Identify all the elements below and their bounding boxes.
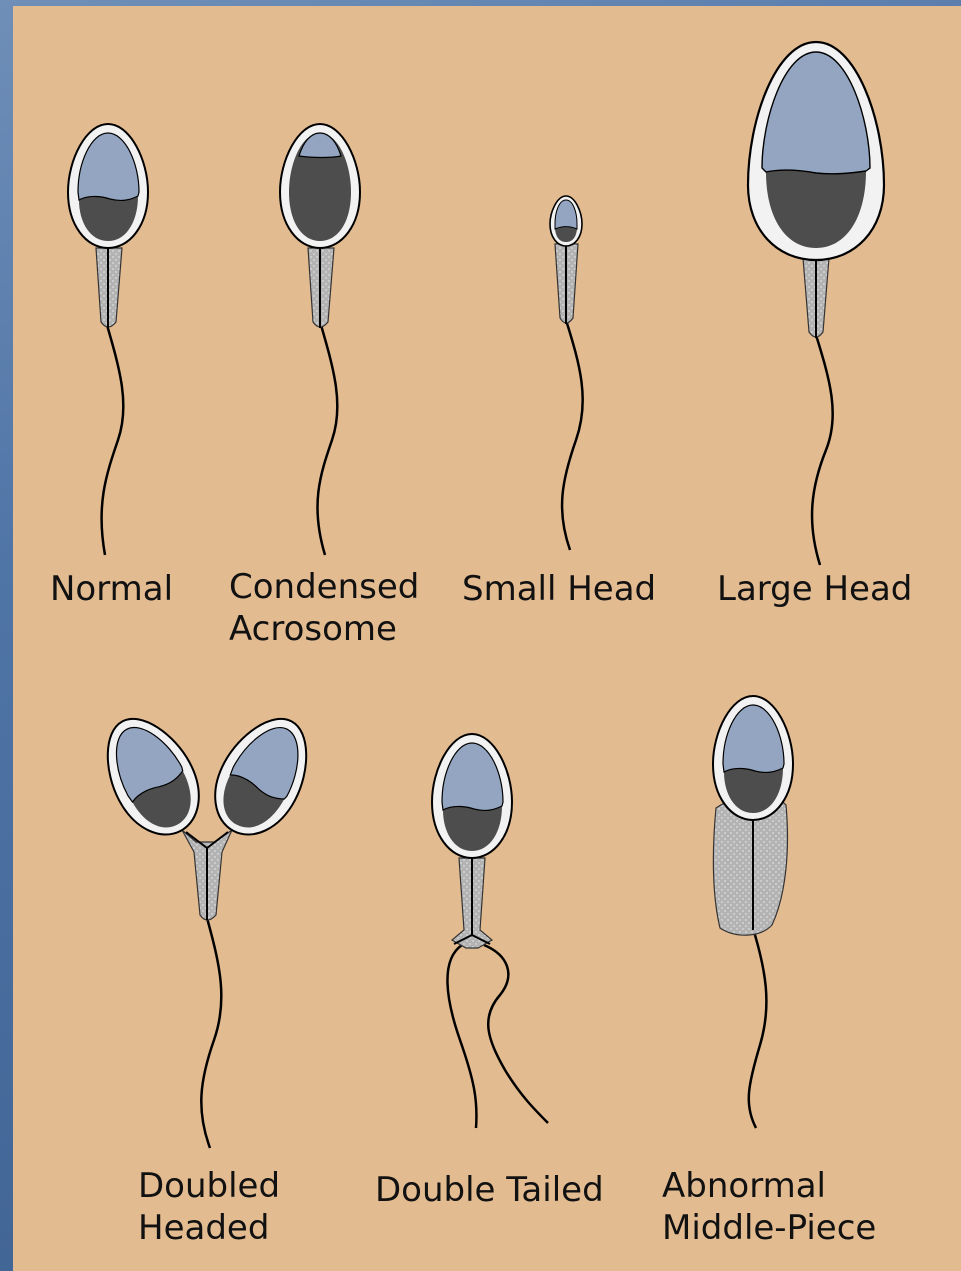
tail (317, 325, 337, 555)
sperm-double-tailed (432, 734, 548, 1128)
right-head (198, 703, 327, 850)
tail (812, 335, 833, 565)
label-condensed-line2: Acrosome (229, 609, 397, 649)
sperm-doubled-headed (87, 703, 327, 1148)
sperm-large-head (748, 42, 884, 565)
tail-right (484, 945, 548, 1123)
label-normal: Normal (50, 569, 173, 609)
label-doubled-line2: Headed (138, 1208, 269, 1248)
tail (562, 320, 583, 550)
tail-left (447, 945, 476, 1128)
tail (749, 925, 767, 1128)
sperm-small-head (550, 196, 583, 550)
tail (201, 918, 221, 1148)
label-condensed-line1: Condensed (229, 567, 419, 607)
label-small-head: Small Head (462, 569, 656, 609)
label-doubled-line1: Doubled (138, 1166, 280, 1206)
label-abnormal-line2: Middle-Piece (662, 1208, 876, 1248)
sperm-condensed-acrosome (280, 124, 360, 555)
sperm-abnormal-middle-piece (713, 696, 793, 1128)
tail (102, 325, 124, 555)
sperm-normal (68, 124, 148, 555)
label-double-tailed: Double Tailed (375, 1170, 604, 1210)
label-abnormal-line1: Abnormal (662, 1166, 826, 1206)
label-large-head: Large Head (717, 569, 912, 609)
left-head (87, 703, 216, 850)
